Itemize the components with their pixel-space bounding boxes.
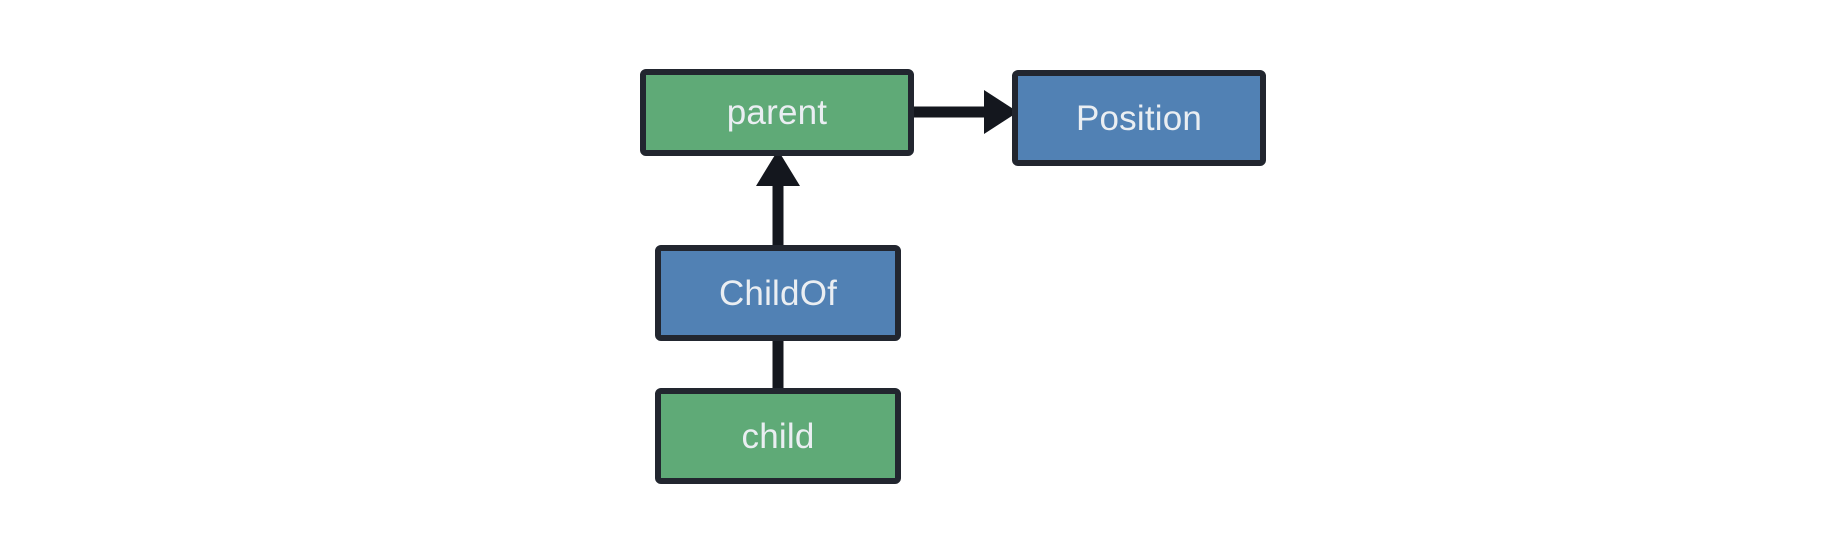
edge-parent-to-position <box>912 90 1018 134</box>
node-parent-label: parent <box>726 93 828 132</box>
node-childof-label: ChildOf <box>718 273 838 313</box>
node-child-label: child <box>741 416 815 456</box>
node-position[interactable]: Position <box>1012 70 1266 166</box>
edge-childof-to-parent <box>756 150 800 248</box>
node-child[interactable]: child <box>655 388 901 484</box>
node-childof[interactable]: ChildOf <box>655 245 901 341</box>
node-parent[interactable]: parent <box>640 69 914 156</box>
node-position-label: Position <box>1075 98 1203 138</box>
